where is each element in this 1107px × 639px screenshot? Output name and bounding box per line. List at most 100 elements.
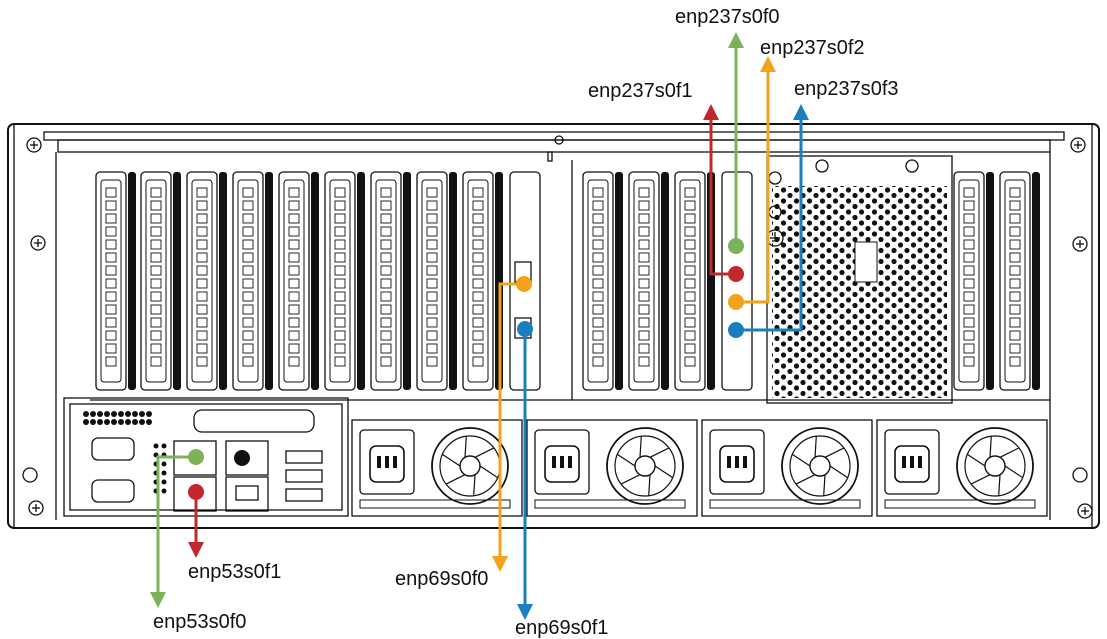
io-hole: [97, 419, 103, 425]
label-enp69s0f0: enp69s0f0: [395, 568, 488, 590]
fan-icon: [606, 427, 684, 505]
io-panel: [63, 397, 349, 517]
slot-bracket: [278, 171, 310, 391]
slot-perforation: [150, 213, 162, 224]
fan-blade: [479, 465, 498, 479]
fan-blade: [639, 436, 642, 458]
slot-perforation: [963, 356, 975, 367]
fan-blade: [814, 436, 817, 458]
io-hole: [161, 470, 167, 476]
slot-perforation: [380, 239, 392, 250]
slot-perforation: [426, 213, 438, 224]
port-marker-enp237s0f2: [728, 294, 744, 310]
slot-perforation: [380, 200, 392, 211]
slot-divider: [661, 172, 669, 390]
slot-perforation: [684, 343, 696, 354]
slot-perforation: [380, 304, 392, 315]
slot-perforation: [592, 304, 604, 315]
arrowhead-enp237s0f1: [703, 104, 719, 120]
fan-blade: [464, 436, 467, 458]
pcie-slots: [90, 160, 1050, 401]
slot-perforation: [288, 304, 300, 315]
slot-perforation: [105, 252, 117, 263]
connector-line-enp237s0f3: [736, 116, 803, 332]
fan-ring: [614, 435, 676, 497]
slot-inner: [633, 179, 655, 383]
io-hole: [146, 411, 152, 417]
slot-perforation: [1009, 239, 1021, 250]
slot-perforation: [288, 278, 300, 289]
slot-perforation: [638, 356, 650, 367]
slot-perforation: [380, 330, 392, 341]
slot-inner: [467, 179, 489, 383]
io-hole: [97, 411, 103, 417]
socket-pin: [902, 456, 906, 468]
port-marker-enp237s0f1: [728, 266, 744, 282]
slot-perforation: [1009, 226, 1021, 237]
slot-perforation: [1009, 356, 1021, 367]
slot-divider: [403, 172, 411, 390]
rack-hole: [22, 467, 38, 483]
slot-perforation: [472, 200, 484, 211]
slot-perforation: [638, 213, 650, 224]
vent-screw: [815, 159, 829, 173]
slot-perforation: [334, 343, 346, 354]
slot-bracket: [674, 171, 706, 391]
fan-blade: [473, 474, 476, 496]
port-connections: [150, 32, 809, 620]
slot-inner: [191, 179, 213, 383]
slot-perforation: [196, 252, 208, 263]
socket-pin: [560, 456, 564, 468]
rack-screw-icon: [30, 235, 46, 251]
slot-perforation: [963, 226, 975, 237]
slot-perforation: [426, 304, 438, 315]
slot-perforation: [242, 200, 254, 211]
slot-perforation: [684, 226, 696, 237]
slot-perforation: [963, 278, 975, 289]
slot-perforation: [150, 265, 162, 276]
io-hole: [161, 488, 167, 494]
rack-screws: [22, 137, 1093, 519]
slot-bracket: [370, 171, 402, 391]
chassis: [7, 123, 1100, 529]
slot-bracket: [628, 171, 660, 391]
io-hole: [125, 419, 131, 425]
slot-bracket: [582, 171, 614, 391]
slot-perforation: [196, 239, 208, 250]
slot-perforation: [196, 200, 208, 211]
slot-perforation: [105, 343, 117, 354]
slot-perforation: [592, 213, 604, 224]
slot-perforation: [380, 226, 392, 237]
slot-perforation: [472, 304, 484, 315]
fan-blade: [999, 447, 1020, 458]
slot-perforation: [242, 226, 254, 237]
slot-perforation: [242, 213, 254, 224]
slot-perforation: [334, 265, 346, 276]
slot-perforation: [684, 317, 696, 328]
slot-perforation: [105, 226, 117, 237]
socket-pin: [393, 456, 397, 468]
usb-port: [285, 469, 323, 483]
slot-perforation: [288, 291, 300, 302]
fan-blade: [967, 453, 986, 467]
slot-inner: [100, 179, 122, 383]
slot-perforation: [684, 239, 696, 250]
slot-perforation: [963, 187, 975, 198]
fan-hub: [809, 455, 831, 477]
socket-pin: [743, 456, 747, 468]
slot-cover: [95, 171, 136, 391]
slot-perforation: [592, 278, 604, 289]
slot-perforation: [963, 330, 975, 341]
slot-perforation: [592, 265, 604, 276]
slot-perforation: [963, 265, 975, 276]
vent-screw: [905, 159, 919, 173]
label-enp237s0f1: enp237s0f1: [588, 80, 693, 102]
slot-inner: [329, 179, 351, 383]
slot-perforation: [380, 252, 392, 263]
psu-unit: [526, 419, 698, 517]
rack-screw-icon: [1072, 236, 1088, 252]
vga-port: [91, 437, 135, 461]
fan-blade: [824, 447, 845, 458]
slot-bracket: [999, 171, 1031, 391]
socket-pin: [918, 456, 922, 468]
